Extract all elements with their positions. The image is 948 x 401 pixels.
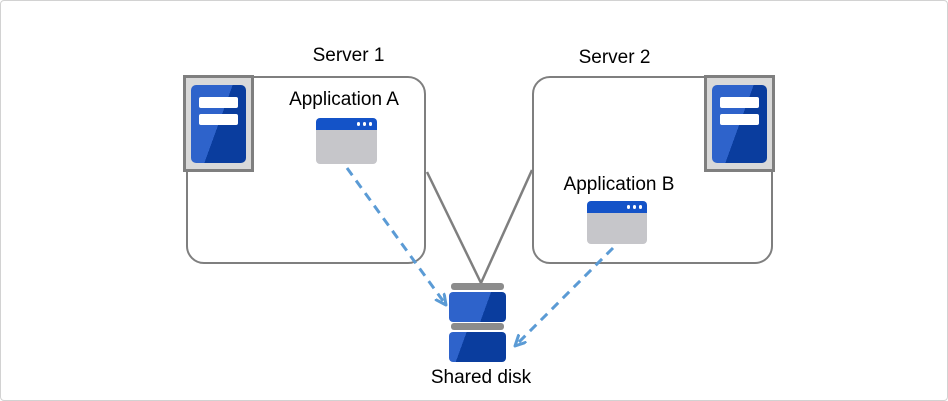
server2-icon (704, 75, 775, 172)
server-drive-slot-icon (199, 114, 238, 125)
server-drive-slot-icon (720, 97, 759, 108)
disk-platter-icon (449, 292, 506, 322)
link-server1-disk (425, 171, 483, 284)
window-buttons-icon (356, 122, 372, 126)
server-tower-icon (191, 85, 246, 163)
server2-title: Server 2 (578, 47, 651, 68)
application-b-window-icon (587, 201, 647, 244)
server-drive-slot-icon (199, 97, 238, 108)
disk-platter-icon (449, 332, 506, 362)
application-a-label: Application A (289, 89, 399, 110)
window-dot-icon (356, 122, 360, 126)
server1-icon (183, 75, 254, 172)
window-titlebar (587, 201, 647, 213)
window-titlebar (316, 118, 377, 130)
disk-middle-bar-icon (451, 323, 504, 330)
shared-disk-label: Shared disk (430, 367, 532, 388)
server1-title: Server 1 (312, 45, 385, 66)
application-a-window-icon (316, 118, 377, 164)
link-server2-disk (479, 169, 534, 284)
window-body (587, 213, 647, 244)
server-drive-slot-icon (720, 114, 759, 125)
disk-top-bar-icon (451, 283, 504, 290)
window-dot-icon (638, 205, 642, 209)
window-dot-icon (368, 122, 372, 126)
window-buttons-icon (626, 205, 642, 209)
window-dot-icon (626, 205, 630, 209)
window-dot-icon (632, 205, 636, 209)
window-dot-icon (362, 122, 366, 126)
window-body (316, 130, 377, 164)
application-b-label: Application B (563, 174, 675, 195)
server-tower-icon (712, 85, 767, 163)
